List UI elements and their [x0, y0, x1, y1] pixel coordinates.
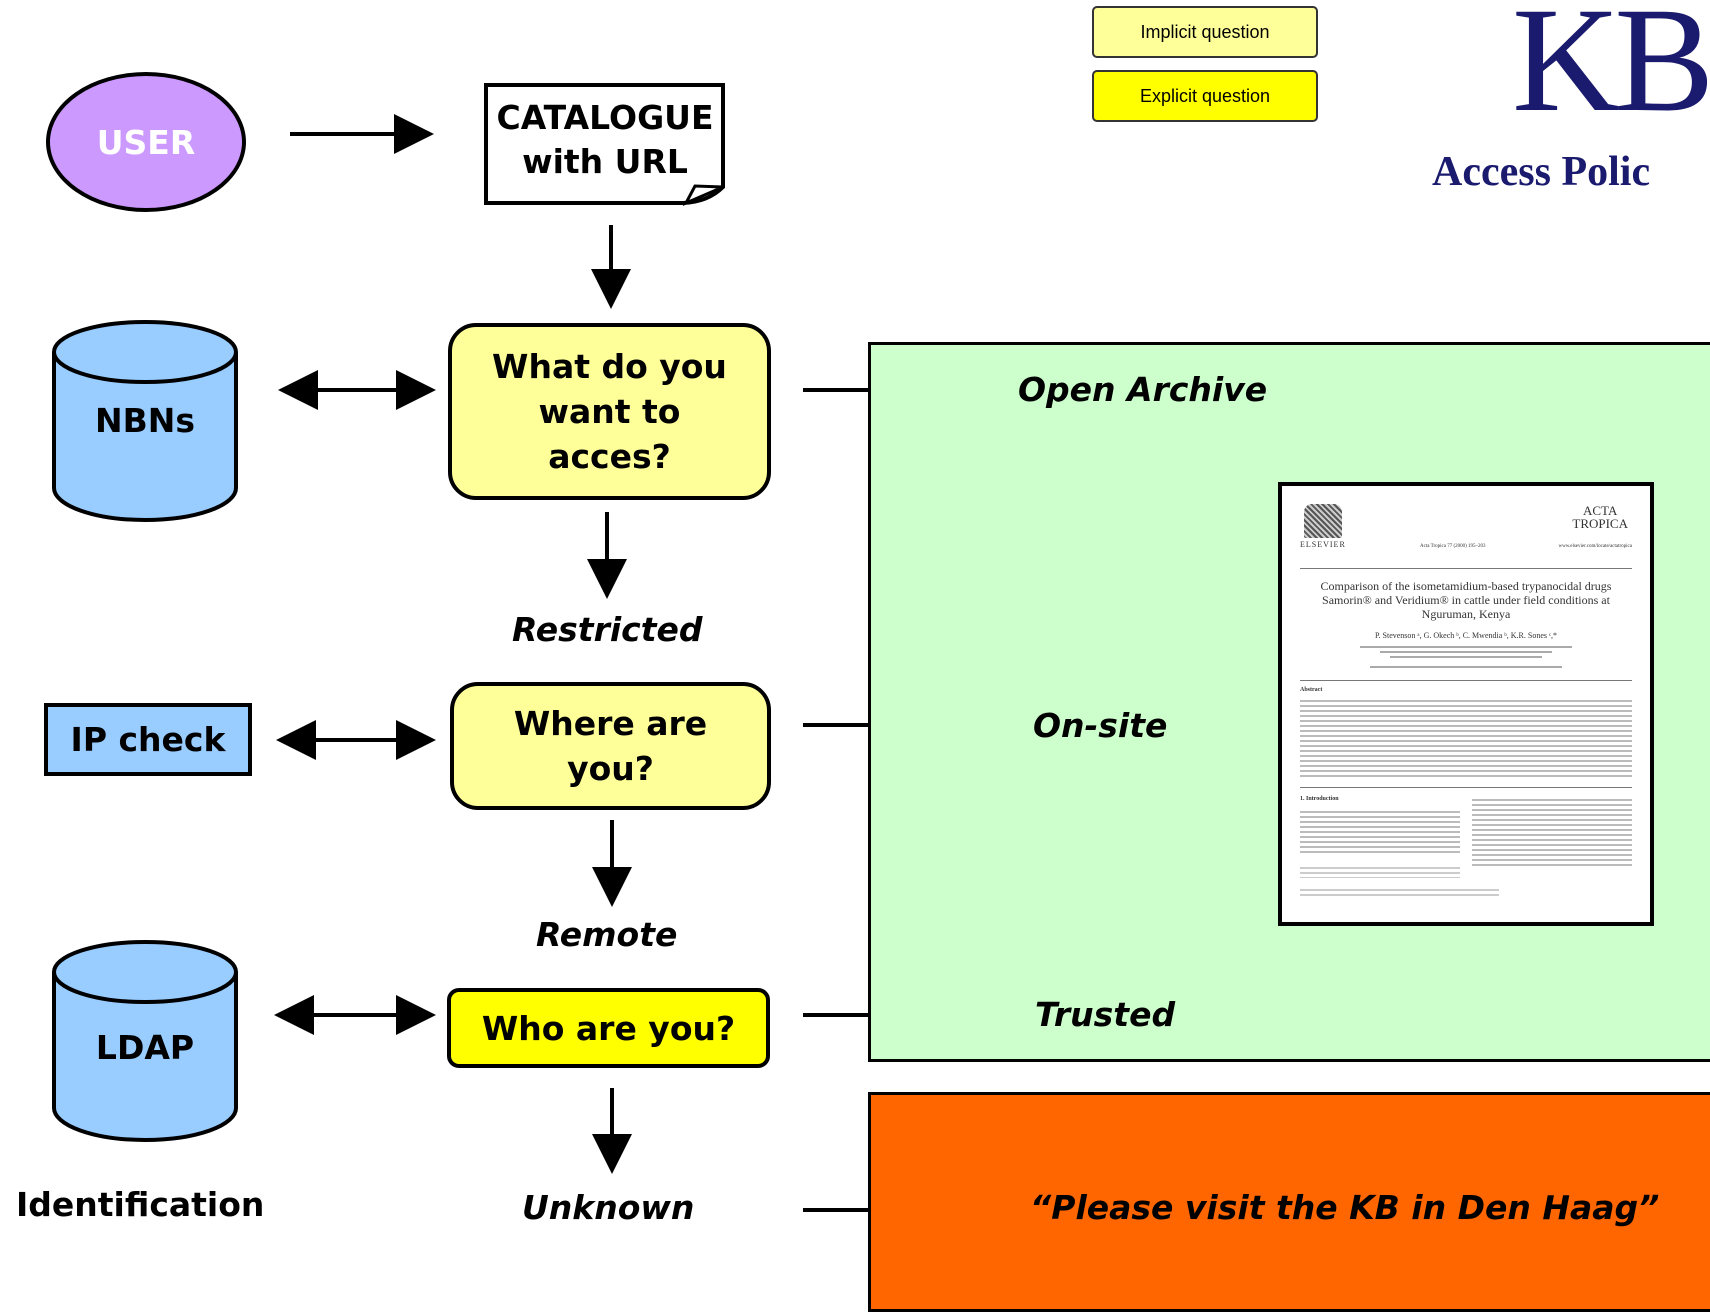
remote-label: Remote	[536, 915, 678, 954]
abstract-heading: Abstract	[1300, 687, 1323, 693]
article-body: 1. Introduction	[1300, 796, 1632, 878]
kb-logo-text: KB	[1512, 0, 1710, 130]
article-thumbnail: ELSEVIER Acta Tropica 77 (2000) 195–203 …	[1278, 482, 1654, 926]
journal-title-line1: ACTA	[1583, 503, 1618, 518]
nbns-database-icon	[52, 320, 238, 522]
question-what-access: What do you want to acces?	[448, 323, 771, 500]
restricted-label: Restricted	[512, 610, 703, 649]
q2-line2: you?	[567, 749, 654, 788]
q3-label: Who are you?	[481, 1008, 736, 1048]
q1-line3: acces?	[548, 437, 671, 476]
q1-line1: What do you	[492, 347, 727, 386]
catalogue-node	[484, 83, 725, 206]
catalogue-line1: CATALOGUE	[496, 98, 714, 137]
ldap-database-icon	[52, 940, 238, 1142]
ldap-label: LDAP	[95, 1027, 195, 1067]
publisher-name: ELSEVIER	[1300, 540, 1346, 549]
user-label: USER	[96, 122, 196, 162]
journal-url: www.elsevier.com/locate/actatropica	[1558, 544, 1632, 549]
article-authors: P. Stevenson ᵃ, G. Okech ᵇ, C. Mwendia ᵇ…	[1374, 631, 1558, 640]
nbns-label: NBNs	[94, 400, 196, 440]
elsevier-tree-icon	[1304, 504, 1342, 538]
article-header: ELSEVIER Acta Tropica 77 (2000) 195–203 …	[1300, 504, 1632, 564]
catalogue-label: CATALOGUE with URL	[486, 90, 724, 190]
open-archive-label: Open Archive	[1018, 370, 1268, 409]
catalogue-line2: with URL	[522, 142, 688, 181]
article-title: Comparison of the isometamidium-based tr…	[1320, 579, 1612, 621]
journal-reference: Acta Tropica 77 (2000) 195–203	[1420, 544, 1486, 549]
legend-explicit: Explicit question	[1092, 70, 1318, 122]
ip-check-label: IP check	[70, 720, 226, 759]
q2-line1: Where are	[513, 704, 708, 743]
access-policy-title: Access Polic	[1432, 149, 1651, 195]
unknown-label: Unknown	[522, 1188, 695, 1227]
kb-logo: KB	[1512, 0, 1710, 130]
q1-line2: want to	[538, 392, 681, 431]
question-where-are-you: Where are you?	[450, 682, 771, 810]
question-who-are-you: Who are you?	[447, 988, 770, 1068]
legend-implicit: Implicit question	[1092, 6, 1318, 58]
journal-title-line2: TROPICA	[1572, 516, 1628, 531]
user-node: USER	[46, 72, 246, 212]
abstract-lines	[1300, 697, 1632, 777]
access-denied-area	[868, 1092, 1710, 1312]
journal-title: ACTA TROPICA	[1572, 504, 1628, 530]
intro-heading: 1. Introduction	[1300, 796, 1339, 802]
affiliation-lines	[1360, 646, 1572, 668]
trusted-label: Trusted	[1035, 995, 1176, 1034]
on-site-label: On-site	[1033, 706, 1168, 745]
visit-kb-label: “Please visit the KB in Den Haag”	[1030, 1188, 1660, 1227]
identification-label: Identification	[16, 1185, 265, 1224]
ip-check-node: IP check	[44, 703, 252, 776]
